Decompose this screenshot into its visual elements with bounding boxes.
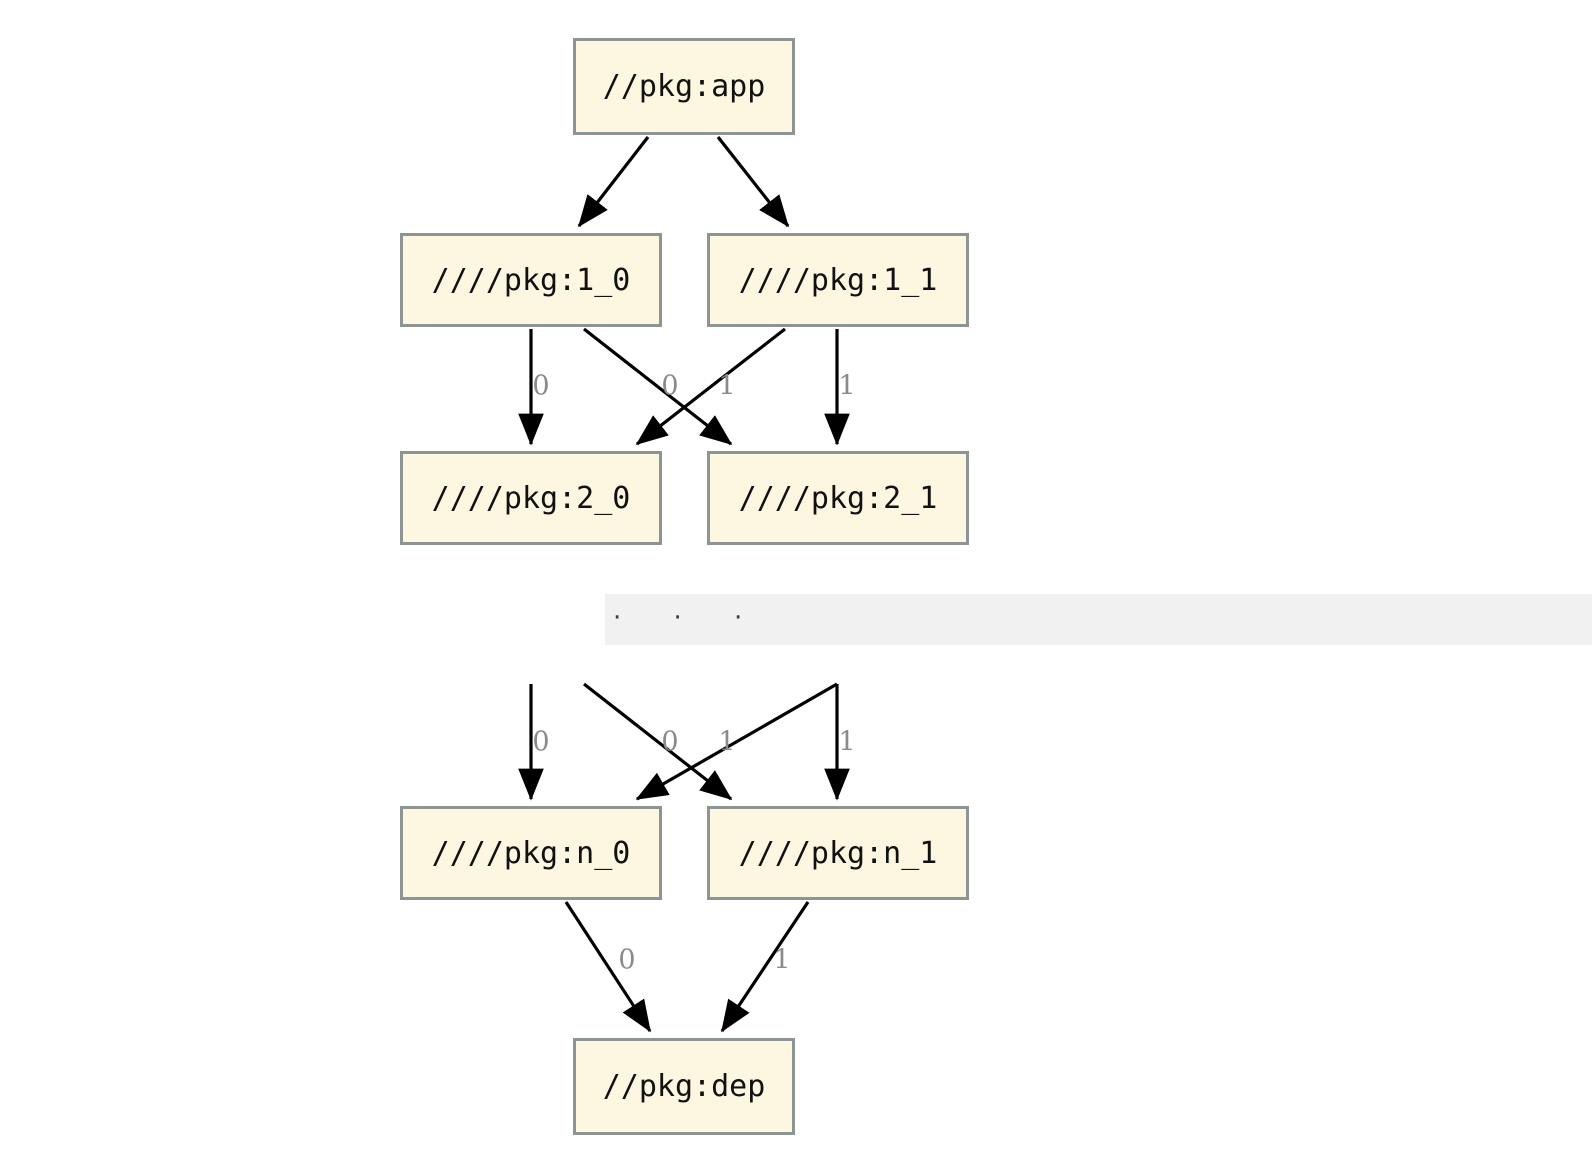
graph-edge-to-nn_0	[635, 682, 838, 801]
graph-node-label: ////pkg:2_1	[738, 480, 938, 516]
edge-label: 0	[532, 726, 550, 758]
edge-label: 1	[838, 370, 856, 402]
graph-edge-n1_0-to-n2_1	[583, 327, 733, 446]
edge-label: 1	[838, 726, 856, 758]
graph-node-nn_0[interactable]: ////pkg:n_0	[400, 806, 662, 900]
graph-edge-nn_1-to-dep	[720, 901, 810, 1033]
ellipsis-dots: · · ·	[613, 603, 765, 633]
graph-node-n2_0[interactable]: ////pkg:2_0	[400, 451, 662, 545]
graph-node-n1_1[interactable]: ////pkg:1_1	[707, 233, 969, 327]
graph-node-label: ////pkg:n_1	[738, 835, 938, 871]
graph-edge-app-to-n1_0	[577, 136, 650, 228]
graph-node-dep[interactable]: //pkg:dep	[573, 1038, 795, 1135]
graph-edge-to-nn_1	[583, 682, 733, 801]
graph-node-n1_0[interactable]: ////pkg:1_0	[400, 233, 662, 327]
edge-label: 0	[618, 944, 636, 976]
graph-node-n2_1[interactable]: ////pkg:2_1	[707, 451, 969, 545]
edge-label: 0	[661, 726, 679, 758]
edge-lines	[518, 136, 850, 1033]
edge-label: 0	[661, 370, 679, 402]
graph-node-label: //pkg:app	[602, 69, 766, 104]
graph-node-label: ////pkg:1_0	[431, 262, 631, 298]
graph-node-label: //pkg:dep	[602, 1069, 766, 1104]
graph-node-label: ////pkg:1_1	[738, 262, 938, 298]
graph-node-app[interactable]: //pkg:app	[573, 38, 795, 135]
edge-label: 1	[718, 726, 736, 758]
ellipsis-band: · · ·	[605, 594, 1592, 645]
graph-edge-n1_1-to-n2_0	[635, 327, 786, 446]
graph-node-nn_1[interactable]: ////pkg:n_1	[707, 806, 969, 900]
edge-label: 1	[718, 370, 736, 402]
graph-edge-app-to-n1_1	[716, 136, 790, 228]
graph-node-label: ////pkg:2_0	[431, 480, 631, 516]
graph-node-label: ////pkg:n_0	[431, 835, 631, 871]
edge-label: 0	[532, 370, 550, 402]
edge-label: 1	[773, 944, 791, 976]
graph-edge-nn_0-to-dep	[564, 901, 652, 1033]
